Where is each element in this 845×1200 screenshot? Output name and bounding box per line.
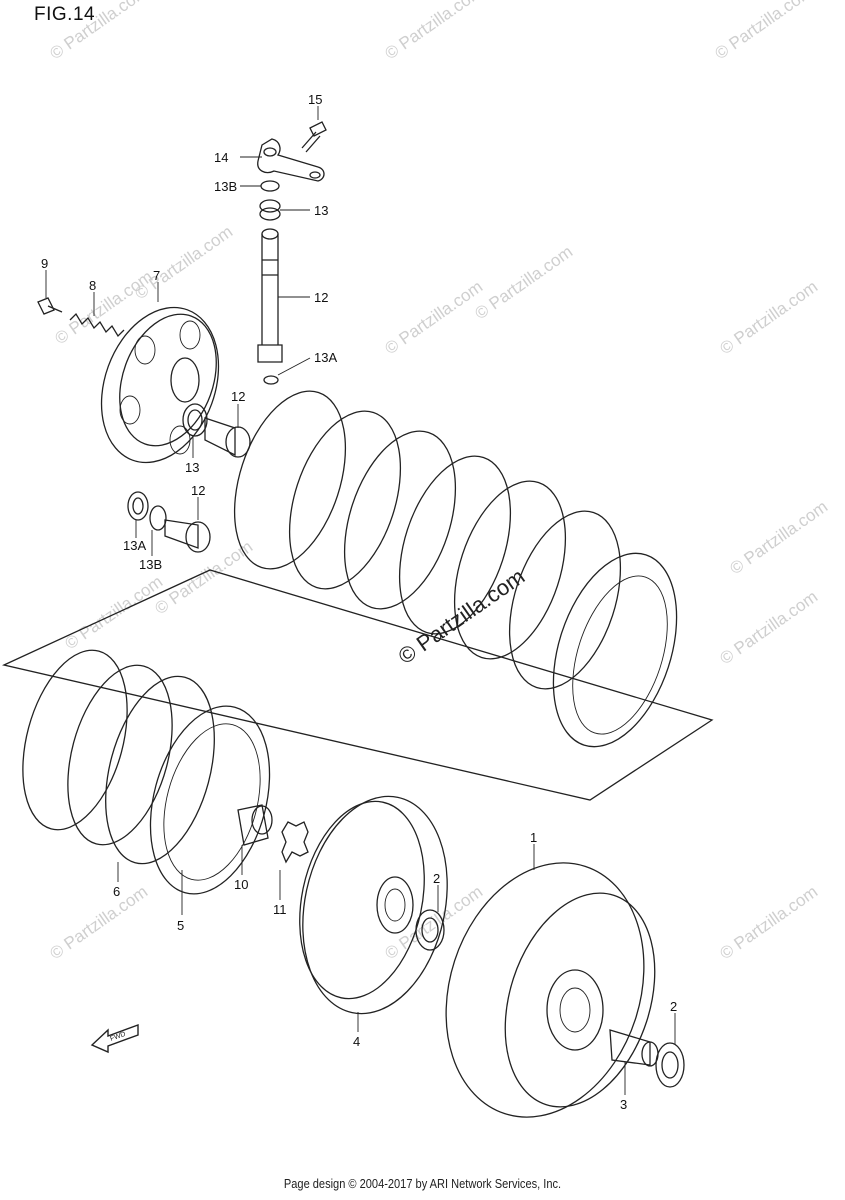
part-label: 13 [185,460,199,475]
clutch-housing-1 [445,862,656,1118]
watermark: © Partzilla.com [711,0,816,63]
bolt-19 [301,121,327,153]
figure-title: FIG.14 [34,4,96,25]
assembly-outline [2,569,714,801]
part-label: 13A [123,538,146,553]
part-label: 11 [273,902,287,917]
watermark: © Partzilla.com [61,572,166,653]
part-label: 13B [139,557,162,572]
part-label: 13B [214,179,237,194]
watermark: © Partzilla.com [716,587,821,668]
part-label: 3 [620,1097,627,1112]
leader-lines [45,106,676,1095]
clutch-hub-4 [299,795,448,1015]
watermark: © Partzilla.com [381,0,486,63]
part-label: 13 [314,203,328,218]
washer-17 [260,180,280,192]
clutch-plate-stack-upper [233,390,678,748]
watermark: © Partzilla.com [151,537,256,618]
watermark: © Partzilla.com [51,267,156,348]
washer-11 [281,821,309,864]
pressure-plate-7 [100,306,220,464]
part-label: 14 [214,150,228,165]
part-label: 6 [113,884,120,899]
part-label: 2 [670,999,677,1014]
part-label: 15 [308,92,322,107]
watermark: © Partzilla.com [381,277,486,358]
part-label: 4 [353,1034,360,1049]
watermark: © Partzilla.com [726,497,831,578]
watermark: © Partzilla.com [46,882,151,963]
spacer-10 [237,804,273,846]
push-piece-12b [164,519,211,553]
part-label: 5 [177,918,184,933]
part-label: 12 [231,389,245,404]
page-footer: Page design © 2004-2017 by ARI Network S… [283,1176,562,1191]
part-label: 2 [433,871,440,886]
bearing-13 [182,403,208,437]
part-label: 7 [153,268,160,283]
watermark: © Partzilla.com [716,277,821,358]
push-piece-12 [204,417,251,458]
part-label: 8 [89,278,96,293]
clutch-plate-stack-lower [22,649,271,895]
part-label: 10 [234,877,248,892]
fwd-arrow-icon: FWD [90,1023,139,1054]
shaft-14 [257,228,283,363]
sleeve-3 [609,1029,659,1067]
part-label: 12 [191,483,205,498]
bolt-9 [37,297,63,315]
watermark: © Partzilla.com [716,882,821,963]
lever-18 [257,138,325,182]
watermark: © Partzilla.com [46,0,151,63]
spring-8 [69,312,125,338]
part-labels: 15 14 13B 13 12 13A 9 8 7 12 13 12 13A 1… [41,92,677,1112]
watermark: © Partzilla.com [471,242,576,323]
bearing-15 [259,199,281,221]
washer-13b [149,505,167,531]
part-label: 9 [41,256,48,271]
part-label: 1 [530,830,537,845]
part-label: 13A [314,350,337,365]
seal-16 [263,375,279,385]
part-label: 12 [314,290,328,305]
washer-2a [415,909,445,951]
bearing-13a [127,491,149,521]
watermark: © Partzilla.com [131,222,236,303]
washer-2b [655,1042,685,1088]
